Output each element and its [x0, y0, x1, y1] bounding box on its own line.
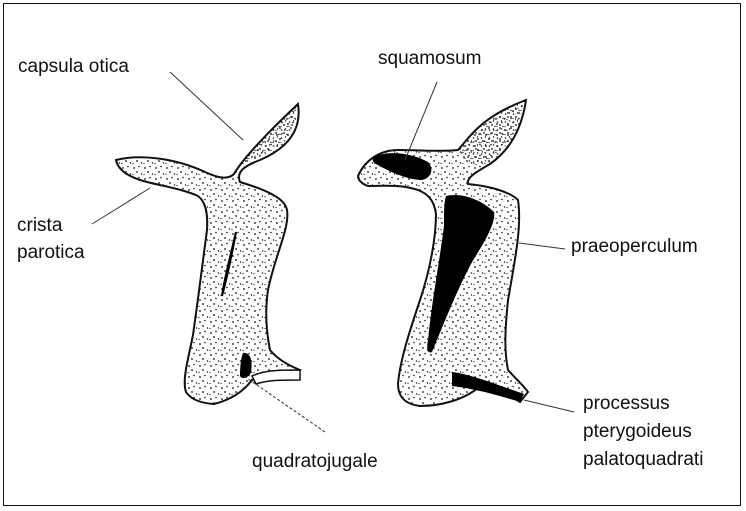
leader-squamosum	[405, 82, 437, 160]
label-crista-parotica-1: crista	[17, 215, 62, 237]
label-capsula-otica: capsula otica	[18, 56, 129, 78]
label-processus: processus	[583, 393, 670, 415]
label-praeoperculum: praeoperculum	[571, 236, 698, 258]
label-crista-parotica-2: parotica	[17, 242, 85, 264]
leader-processus-pterygoideus	[524, 400, 574, 412]
right-element	[358, 100, 528, 406]
left-element	[116, 104, 300, 404]
label-squamosum: squamosum	[378, 48, 482, 70]
label-pterygoideus: pterygoideus	[583, 421, 692, 443]
leader-crista-parotica	[92, 188, 150, 224]
label-palatoquadrati: palatoquadrati	[583, 449, 703, 471]
leader-capsula-otica	[170, 72, 243, 140]
leader-praeoperculum	[519, 243, 565, 249]
label-quadratojugale: quadratojugale	[252, 451, 378, 473]
